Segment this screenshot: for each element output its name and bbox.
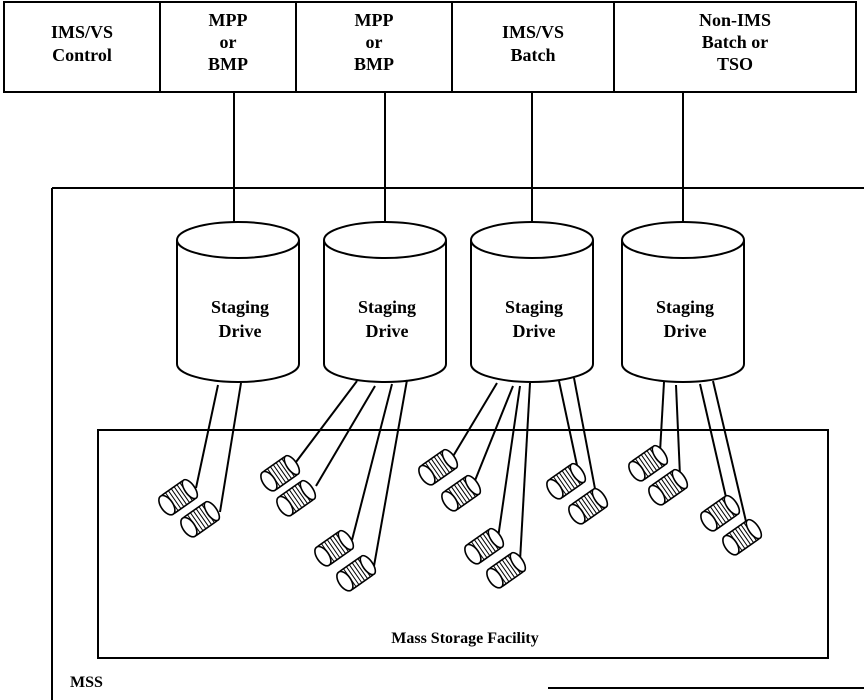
- program-box-label: Batch: [511, 45, 556, 65]
- data-cartridge-icon: [441, 474, 482, 512]
- top-row-border: [3, 1, 857, 93]
- top-row-programs: IMS/VSControlMPPorBMPMPPorBMPIMS/VSBatch…: [3, 1, 857, 93]
- program-box-label: Batch or: [702, 32, 769, 52]
- data-cartridges: [158, 444, 763, 592]
- cartridge-cable: [315, 385, 376, 487]
- cartridge-cable: [712, 380, 749, 531]
- staging-drive-label: Drive: [366, 321, 409, 341]
- cartridge-cable: [558, 380, 579, 471]
- program-box-label: IMS/VS: [502, 22, 564, 42]
- cartridge-cable: [573, 377, 597, 495]
- program-to-drive-connectors: [233, 92, 684, 232]
- cartridge-cable: [497, 385, 521, 539]
- cartridge-cable: [373, 379, 408, 567]
- data-cartridge-icon: [418, 448, 459, 486]
- program-box: IMS/VS Control: [51, 22, 113, 65]
- data-cartridge-icon: [722, 518, 763, 556]
- program-box-label: Control: [52, 45, 112, 65]
- staging-drive-label: Staging: [358, 297, 416, 317]
- program-box-label: or: [366, 32, 383, 52]
- staging-drives: StagingDriveStagingDriveStagingDriveStag…: [176, 221, 745, 383]
- cartridge-cable: [659, 381, 665, 453]
- mass-storage-facility-box: [97, 429, 829, 659]
- cartridge-cable: [219, 382, 242, 513]
- data-cartridge-icon: [180, 500, 221, 538]
- data-cartridge-icon: [648, 468, 689, 506]
- program-box-label: BMP: [208, 54, 248, 74]
- cartridge-cable: [473, 385, 514, 484]
- data-cartridge-icon: [314, 529, 355, 567]
- data-cartridge-icon: [486, 551, 527, 589]
- cartridge-cable: [675, 384, 681, 477]
- data-cartridge-icon: [336, 554, 377, 592]
- disk-cylinder-top: [323, 221, 447, 259]
- program-box-label: or: [220, 32, 237, 52]
- data-cartridge-icon: [568, 487, 609, 525]
- staging-drive-label: Staging: [211, 297, 269, 317]
- mass-storage-facility-label: Mass Storage Facility: [391, 630, 539, 647]
- mss-label: MSS: [70, 674, 103, 691]
- staging-drive-label: Drive: [219, 321, 262, 341]
- program-box-label: IMS/VS: [51, 22, 113, 42]
- data-cartridge-icon: [260, 454, 301, 492]
- disk-cylinder-top: [176, 221, 300, 259]
- data-cartridge-icon: [700, 494, 741, 532]
- cartridge-cable: [195, 384, 219, 489]
- data-cartridge-icon: [276, 479, 317, 517]
- disk-cylinder-icon: [621, 240, 745, 383]
- data-cartridge-icon: [464, 527, 505, 565]
- disk-cylinder-top: [470, 221, 594, 259]
- program-box-label: TSO: [717, 54, 753, 74]
- data-cartridge-icon: [158, 478, 199, 516]
- cartridge-cable: [295, 380, 358, 463]
- cartridge-cable: [699, 383, 729, 507]
- data-cartridge-icon: [628, 444, 669, 482]
- data-cartridge-icon: [546, 462, 587, 500]
- disk-cylinder-top: [621, 221, 745, 259]
- program-box-label: BMP: [354, 54, 394, 74]
- staging-drive-label: Staging: [656, 297, 714, 317]
- program-box: IMS/VS Batch: [502, 22, 564, 65]
- mss-boundary: [51, 187, 864, 700]
- cartridge-cables: [195, 377, 749, 567]
- staging-drive-label: Staging: [505, 297, 563, 317]
- cartridge-cable: [451, 382, 498, 459]
- cartridge-cable: [519, 382, 531, 562]
- staging-drive-label: Drive: [664, 321, 707, 341]
- cartridge-cable: [351, 383, 393, 541]
- disk-cylinder-icon: [176, 240, 300, 383]
- program-box-label: MPP: [355, 10, 394, 30]
- program-box-label: Non-IMS: [699, 10, 771, 30]
- program-box-label: MPP: [209, 10, 248, 30]
- disk-cylinder-icon: [323, 240, 447, 383]
- staging-drive-label: Drive: [513, 321, 556, 341]
- disk-cylinder-icon: [470, 240, 594, 383]
